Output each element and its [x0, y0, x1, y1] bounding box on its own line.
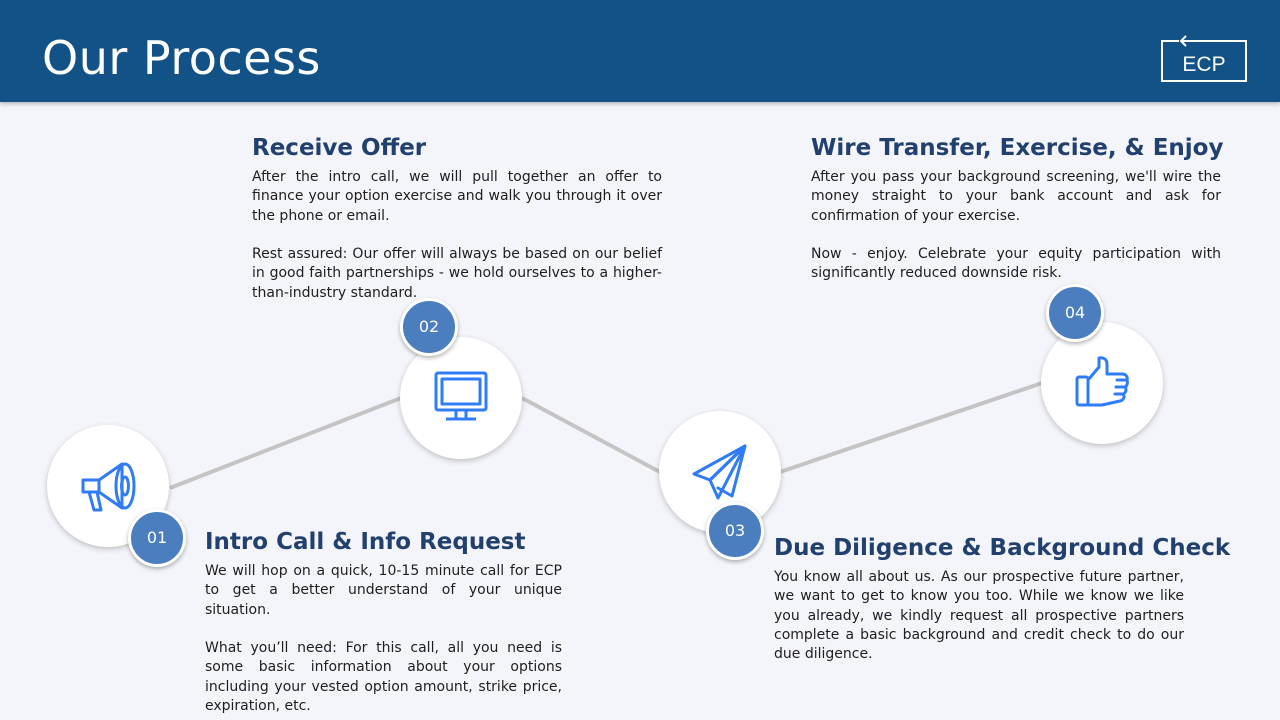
step-4-description: After you pass your background screening…	[811, 168, 1221, 284]
step-1-paragraph: What you’ll need: For this call, all you…	[205, 640, 562, 715]
header-bar: Our Process ECP	[0, 0, 1280, 102]
step-2-paragraph: Rest assured: Our offer will always be b…	[252, 246, 662, 301]
step-2-description: After the intro call, we will pull toget…	[252, 168, 662, 303]
paper-plane-icon	[692, 444, 747, 500]
step-2-circle	[400, 337, 522, 459]
logo-frame-icon	[1161, 35, 1247, 82]
step-2-badge: 02	[400, 298, 458, 356]
step-3-badge: 03	[706, 502, 764, 560]
connector-line-1-2	[169, 396, 402, 490]
step-1-paragraph: We will hop on a quick, 10-15 minute cal…	[205, 563, 562, 618]
step-2-title: Receive Offer	[252, 135, 427, 161]
step-1-badge: 01	[128, 509, 186, 567]
step-4-paragraph: After you pass your background screening…	[811, 169, 1221, 224]
step-4-title: Wire Transfer, Exercise, & Enjoy	[811, 135, 1224, 161]
monitor-icon	[434, 371, 488, 421]
megaphone-icon	[81, 462, 136, 512]
step-3-paragraph: You know all about us. As our prospectiv…	[774, 569, 1184, 663]
ecp-logo: ECP	[1161, 33, 1247, 82]
step-3-title: Due Diligence & Background Check	[774, 535, 1231, 561]
connector-line-2-3	[521, 396, 661, 474]
step-2-paragraph: After the intro call, we will pull toget…	[252, 169, 662, 224]
step-4-circle	[1041, 322, 1163, 444]
connector-line-3-4	[779, 381, 1043, 474]
logo-text: ECP	[1182, 53, 1226, 76]
step-1-title: Intro Call & Info Request	[205, 529, 526, 555]
step-3-description: You know all about us. As our prospectiv…	[774, 568, 1184, 664]
thumbs-up-icon	[1075, 356, 1129, 407]
page-title: Our Process	[42, 31, 321, 85]
step-4-badge: 04	[1046, 284, 1104, 342]
step-4-paragraph: Now - enjoy. Celebrate your equity parti…	[811, 246, 1221, 282]
step-1-description: We will hop on a quick, 10-15 minute cal…	[205, 562, 562, 716]
